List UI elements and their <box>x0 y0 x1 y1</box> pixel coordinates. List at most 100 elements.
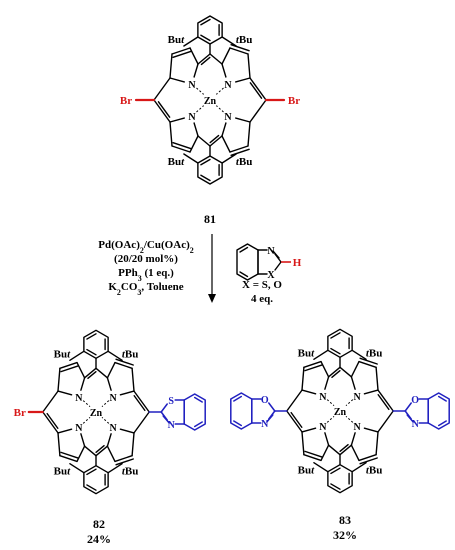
c81-meso-bond <box>209 135 223 147</box>
c81-bottom-tbu-right: tBu <box>236 156 253 168</box>
c81-alpha-n-bond <box>169 117 186 123</box>
compound-82-yield: 24% <box>87 532 111 546</box>
c82-meso-bond <box>133 390 150 413</box>
c81-pyrrole-bond <box>221 47 231 65</box>
c83-benzoxazole-right-benzo-double <box>437 420 447 427</box>
c82-pyrrole-bond <box>57 367 61 392</box>
c82-benzothiazole-ring-nitrogen: N <box>168 420 176 431</box>
c83-nitrogen: N <box>319 392 327 403</box>
c82-top-tbu-right: tBu <box>122 348 139 360</box>
c81-pyrrole-double <box>230 148 250 157</box>
c83-meso-bond <box>286 389 303 412</box>
c82-benzothiazole-c2-x-bond <box>160 403 168 413</box>
c81-pyrrole-bond <box>247 121 251 147</box>
c82-pyrrole-double <box>115 358 134 366</box>
c82-meso-bond <box>95 445 109 457</box>
c81-alpha-n-bond <box>234 117 251 123</box>
reagent-hydrogen: H <box>293 257 302 269</box>
c82-bromine: Br <box>14 407 26 419</box>
c82-meso-bond <box>133 411 150 434</box>
c82-zinc: Zn <box>90 408 103 419</box>
c83-top-tbu-right: tBu <box>366 347 383 359</box>
c83-pyrrole-double <box>359 457 378 465</box>
c81-meso-bond <box>197 135 211 147</box>
c81-pyrrole-double <box>172 50 192 59</box>
c83-meso-double <box>377 394 390 411</box>
c81-pyrrole-bond <box>189 47 199 65</box>
c81-top-tbu-right: tBu <box>236 34 253 46</box>
c82-top-aryl-double <box>86 348 97 356</box>
c83-bottom-tbu-bond-right <box>351 462 367 473</box>
c82-bottom-tbu-bond-right <box>107 463 123 474</box>
c82-nitrogen: N <box>75 393 83 404</box>
c81-pyrrole-bond <box>169 121 173 147</box>
c83-zinc: Zn <box>334 407 347 418</box>
c83-benzoxazole-left-ring-nitrogen: N <box>261 419 269 430</box>
c81-meso-bond <box>249 99 267 123</box>
c82-alpha-n-bond <box>119 390 135 396</box>
c83-alpha-n-bond <box>350 432 356 446</box>
c82-bottom-tbu-bond-left <box>69 463 85 474</box>
reagent-equivalents: 4 eq. <box>251 293 273 305</box>
c81-zn-n-coordination <box>196 105 205 113</box>
c81-zinc: Zn <box>204 96 217 107</box>
conditions-ligand: PPh3 (1 eq.) <box>118 267 174 283</box>
c83-benzoxazole-right-ring-nitrogen: N <box>412 419 420 430</box>
c83-top-aryl-double <box>330 332 341 339</box>
c83-pyrrole-bond <box>320 444 330 462</box>
c82-top-tbu-bond-left <box>69 350 85 361</box>
c81-bottom-tbu-bond-right <box>221 153 237 164</box>
c81-meso-double <box>157 101 171 118</box>
c81-meso-double <box>249 82 263 99</box>
c81-meso-bond <box>209 53 223 65</box>
c83-meso-double <box>331 369 341 379</box>
c81-bottom-tbu-bond-left <box>183 153 199 164</box>
c82-bottom-aryl-ring <box>83 465 109 495</box>
c83-bottom-tbu-bond-left <box>313 462 329 473</box>
c82-pyrrole-bond <box>59 361 78 369</box>
c83-zn-n-coordination <box>345 415 354 423</box>
c83-bottom-tbu-left: But <box>298 465 315 477</box>
c81-pyrrole-bond <box>229 47 249 55</box>
c83-bottom-tbu-right: tBu <box>366 465 383 477</box>
c83-alpha-n-bond <box>363 389 379 395</box>
c83-pyrrole-bond <box>303 454 322 462</box>
c82-top-aryl-double <box>86 333 97 340</box>
c82-benzothiazole-heteroatom: S <box>168 396 174 407</box>
c83-meso-bond <box>286 410 303 433</box>
c83-meso-double <box>339 443 349 453</box>
reagent-heteroatom: X = S, O <box>242 279 282 291</box>
reagent-c2-n-double <box>272 250 280 259</box>
c83-alpha-n-bond <box>350 376 356 390</box>
reagent-hetero-x: X <box>267 270 275 281</box>
c83-nitrogen: N <box>353 392 361 403</box>
c81-meso-bond <box>153 77 171 101</box>
c83-nitrogen: N <box>353 422 361 433</box>
c82-pyrrole-bond <box>76 445 86 463</box>
c83-alpha-n-bond <box>301 427 317 433</box>
c83-benzoxazole-left-c2-x-bond <box>268 402 276 412</box>
c83-benzoxazole-right-benzo-ring <box>427 392 450 430</box>
c82-benzothiazole-benzo-ring <box>183 393 206 431</box>
c82-nitrogen: N <box>109 393 117 404</box>
c82-meso-bond <box>42 411 59 434</box>
conditions-catalyst: Pd(OAc)2/Cu(OAc)2 <box>98 239 194 255</box>
c81-alpha-n-bond <box>193 63 199 78</box>
c81-top-aryl-double <box>200 34 211 42</box>
c83-meso-bond <box>327 444 341 456</box>
c83-meso-bond <box>377 410 394 433</box>
c82-pyrrole-bond <box>131 367 135 392</box>
c83-bottom-aryl-double <box>330 467 341 475</box>
c81-pyrrole-double <box>230 43 250 52</box>
c83-pyrrole-double <box>359 357 378 365</box>
c82-bottom-aryl-double <box>86 484 97 491</box>
c82-alpha-n-bond <box>106 377 112 391</box>
c81-pyrrole-bond <box>247 53 251 79</box>
c83-benzoxazole-left-benzo-double <box>233 395 243 402</box>
c81-pyrrole-bond <box>169 53 173 79</box>
c83-pyrrole-double <box>304 364 323 372</box>
reagent-benzo-ring <box>236 243 259 281</box>
c82-alpha-n-bond <box>106 433 112 447</box>
